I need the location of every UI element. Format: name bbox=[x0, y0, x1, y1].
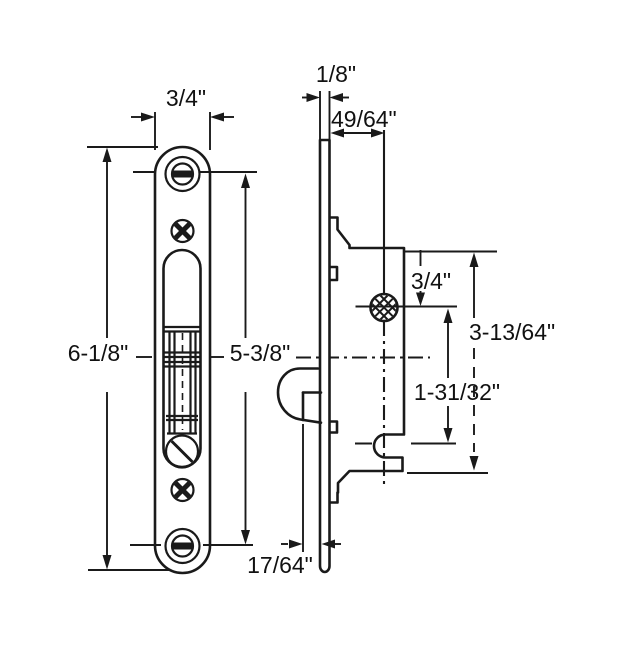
hook-latch bbox=[276, 367, 323, 424]
dim-face-to-screw-label: 49/64" bbox=[331, 106, 397, 132]
latch-mechanism bbox=[163, 325, 200, 435]
dim-face-to-screw: 49/64" bbox=[330, 106, 397, 138]
dim-plate-thickness: 1/8" bbox=[302, 61, 356, 139]
dim-front-height-label: 6-1/8" bbox=[68, 340, 129, 366]
lower-phillips-screw bbox=[170, 477, 195, 503]
front-view bbox=[153, 145, 212, 575]
hatched-adjust-screw bbox=[164, 434, 200, 469]
dim-step-to-screw: 3/4" bbox=[411, 250, 451, 306]
upper-phillips-screw bbox=[170, 218, 195, 244]
dim-step-to-screw-label: 3/4" bbox=[411, 268, 451, 294]
side-view bbox=[276, 130, 457, 574]
dim-screw-spacing: 5-3/8" bbox=[130, 171, 291, 546]
bottom-screw bbox=[164, 527, 201, 565]
dim-hook-projection-label: 17/64" bbox=[247, 552, 313, 578]
dim-front-height: 6-1/8" bbox=[68, 146, 170, 571]
dim-step-to-step: 3-13/64" bbox=[405, 250, 555, 475]
dim-screw-to-notch-label: 1-31/32" bbox=[414, 379, 500, 405]
dim-hook-projection: 17/64" bbox=[247, 424, 341, 578]
dim-front-width: 3/4" bbox=[131, 85, 234, 150]
dim-step-to-step-label: 3-13/64" bbox=[469, 319, 555, 345]
dim-front-width-label: 3/4" bbox=[166, 85, 206, 111]
lock-body-outline bbox=[328, 216, 406, 504]
body-tab-lower bbox=[328, 420, 339, 434]
top-screw-slot bbox=[172, 170, 193, 178]
dim-screw-spacing-label: 5-3/8" bbox=[230, 340, 291, 366]
body-tab-upper bbox=[328, 265, 339, 282]
dim-plate-thickness-label: 1/8" bbox=[316, 61, 356, 87]
bottom-screw-slot bbox=[172, 542, 193, 550]
faceplate-edge bbox=[318, 138, 331, 574]
dim-screw-to-notch: 1-31/32" bbox=[414, 308, 500, 443]
top-screw bbox=[164, 155, 201, 193]
